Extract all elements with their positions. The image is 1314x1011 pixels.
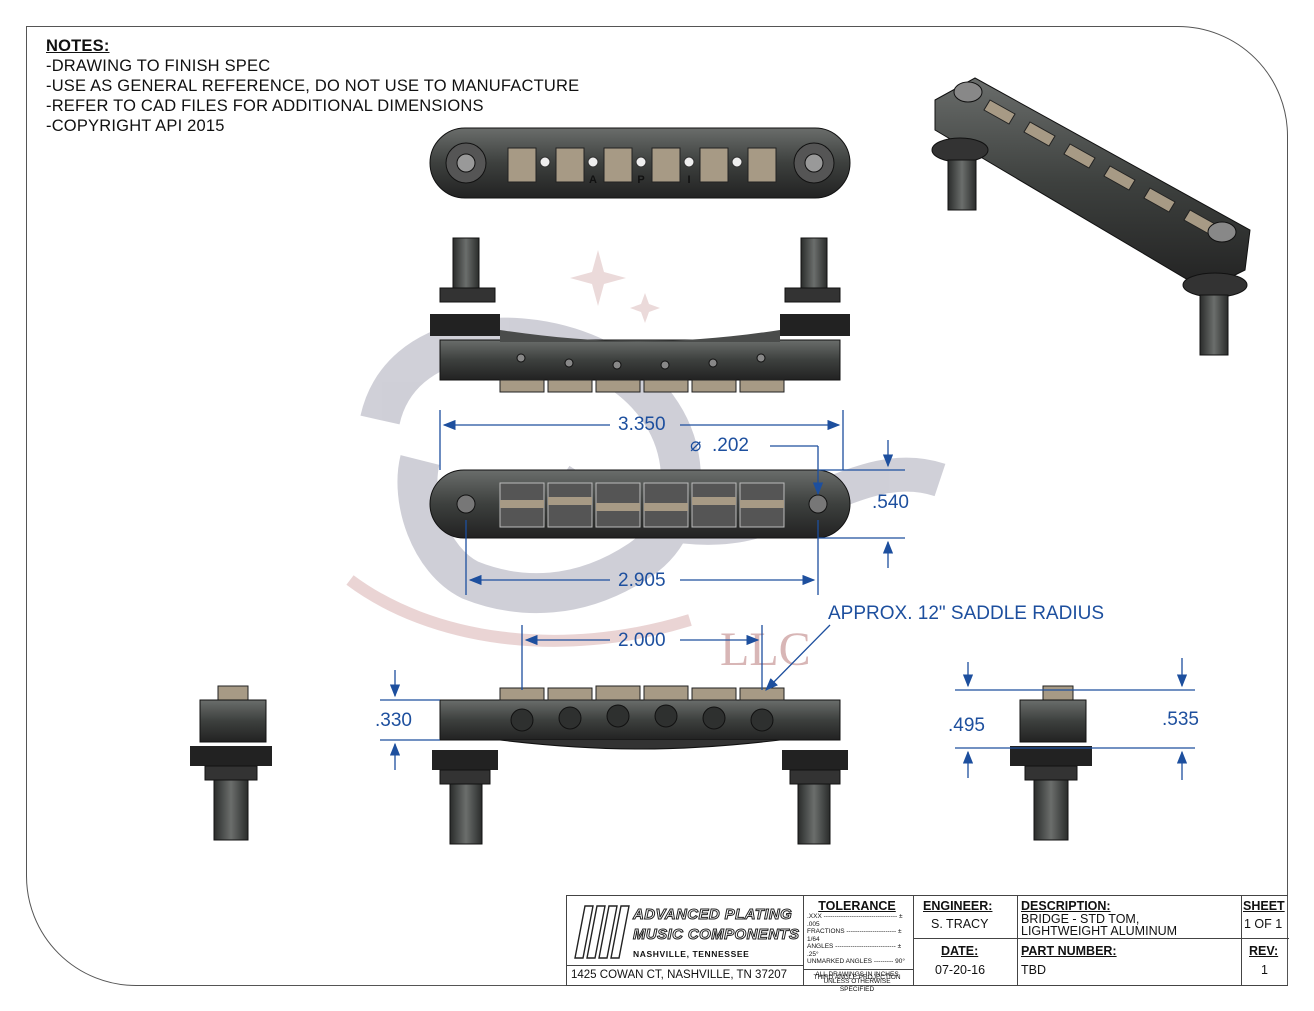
tolerance-row: FRACTIONS ----------------------- ± 1/64 — [807, 928, 902, 943]
engineer-value: S. TRACY — [931, 917, 989, 931]
notes-heading: NOTES: — [46, 37, 110, 55]
description-label: DESCRIPTION: — [1021, 899, 1111, 913]
top-view: A P I — [429, 127, 851, 199]
dim-side-height-right: .535 — [1162, 709, 1199, 730]
watermark-llc: LLC — [720, 623, 811, 676]
description-line: LIGHTWEIGHT ALUMINUM — [1021, 924, 1178, 938]
dim-saddle-span: 2.000 — [618, 630, 666, 651]
rev-label: REV: — [1249, 944, 1279, 958]
dim-overall-length: 3.350 — [618, 414, 666, 435]
side-view-right — [1010, 685, 1092, 841]
dim-width: .540 — [872, 492, 909, 513]
tolerance-row: UNMARKED ANGLES --------- 90° — [807, 958, 905, 965]
company-name-line1: ADVANCED PLATING — [632, 906, 793, 924]
part-number-value: TBD — [1021, 963, 1046, 977]
company-address: 1425 COWAN CT, NASHVILLE, TN 37207 — [571, 969, 788, 981]
front-view-upper — [430, 237, 850, 393]
note-line: -USE AS GENERAL REFERENCE, DO NOT USE TO… — [46, 77, 580, 95]
api-letter: I — [687, 174, 690, 186]
tolerance-row: .XXX ---------------------------------- … — [807, 913, 903, 928]
projection-note: THIRD ANGLE PROJECTION — [813, 974, 901, 981]
part-number-label: PART NUMBER: — [1021, 944, 1117, 958]
dim-post-spacing: 2.905 — [618, 570, 666, 591]
sheet-label: SHEET — [1243, 899, 1285, 913]
dim-side-height-left: .495 — [948, 715, 985, 736]
company-logo: ADVANCED PLATING MUSIC COMPONENTS NASHVI… — [567, 896, 803, 966]
notes-block: NOTES: -DRAWING TO FINISH SPEC -USE AS G… — [46, 36, 579, 136]
date-label: DATE: — [941, 944, 979, 958]
description-line: BRIDGE - STD TOM, — [1021, 912, 1140, 926]
note-line: -DRAWING TO FINISH SPEC — [46, 57, 271, 75]
rev-value: 1 — [1261, 963, 1268, 977]
tolerance-note: ALL DRAWINGS IN INCHES — [815, 970, 899, 978]
front-view-lower — [432, 685, 848, 845]
dim-hole-diameter: .202 — [712, 435, 749, 456]
note-line: -REFER TO CAD FILES FOR ADDITIONAL DIMEN… — [46, 97, 484, 115]
company-city: NASHVILLE, TENNESSEE — [633, 949, 750, 959]
side-view-left — [190, 685, 272, 841]
dimension-lines — [380, 410, 1195, 780]
plan-view — [429, 469, 851, 539]
dim-saddle-radius: APPROX. 12" SADDLE RADIUS — [828, 603, 1105, 624]
tolerance-note: UNLESS OTHERWISE SPECIFIED — [823, 978, 891, 993]
dim-base-height: .330 — [375, 710, 412, 731]
engineer-label: ENGINEER: — [923, 899, 993, 913]
api-letter: P — [637, 174, 644, 186]
company-logo-icon — [574, 905, 630, 959]
diameter-symbol: ⌀ — [690, 435, 702, 456]
iso-view — [931, 77, 1251, 356]
title-block: ADVANCED PLATING MUSIC COMPONENTS NASHVI… — [566, 895, 1289, 993]
company-name-line2: MUSIC COMPONENTS — [632, 926, 800, 944]
sheet-value: 1 OF 1 — [1244, 917, 1283, 931]
tolerance-label: TOLERANCE — [818, 899, 896, 913]
api-letter: A — [589, 174, 597, 186]
tolerance-row: ANGLES ---------------------------- ± .2… — [807, 943, 902, 958]
note-line: -COPYRIGHT API 2015 — [46, 117, 225, 135]
date-value: 07-20-16 — [935, 963, 986, 977]
